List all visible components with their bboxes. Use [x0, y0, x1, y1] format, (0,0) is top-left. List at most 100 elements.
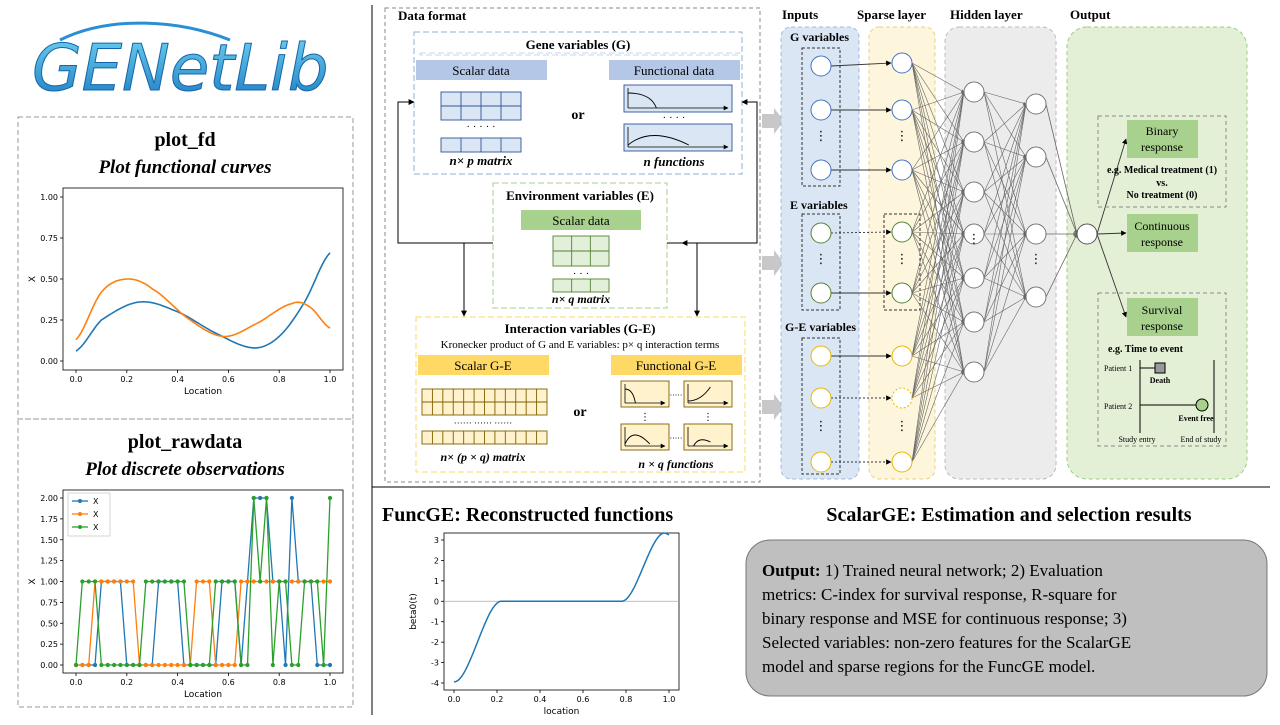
plot-rawdata-point-green — [162, 579, 167, 584]
plot-rawdata-point-green — [99, 662, 104, 668]
edge-hidden1-hidden2 — [983, 103, 1027, 143]
hidden2-node — [1025, 223, 1047, 245]
plot-rawdata-point-green — [270, 662, 275, 668]
edge-sparse-hidden1 — [911, 292, 965, 373]
plot-rawdata-ytick-label: 0.25 — [40, 640, 58, 649]
gene-matrix-dots: · · · · · — [466, 121, 495, 133]
plot-rawdata-point-orange — [207, 579, 212, 584]
edge-hidden1-hidden2 — [983, 191, 1027, 298]
plot-rawdata-point-green — [239, 662, 244, 668]
plot-rawdata-point-orange — [112, 579, 117, 584]
hidden1-node — [963, 361, 985, 383]
plot-rawdata-xtick-label: 0.0 — [70, 678, 83, 687]
funcge-ytick-label: -4 — [431, 679, 439, 688]
gene-func-plot-2-curve — [627, 135, 690, 146]
edge-sparse-hidden1 — [911, 91, 966, 399]
plot-rawdata-ytick-label: 1.25 — [40, 557, 58, 566]
plot-rawdata-ytick-label: 2.00 — [40, 494, 58, 503]
funcge-ytick-label: 2 — [434, 556, 439, 565]
plot-rawdata-point-green — [226, 579, 231, 584]
edge-output-response — [1096, 138, 1128, 235]
plot-fd-ytick-label: 0.25 — [40, 316, 58, 325]
sparse-node-ge — [891, 387, 913, 409]
output-node — [1076, 223, 1098, 245]
plot-rawdata-point-orange — [200, 579, 206, 584]
plot-rawdata-point-blue — [283, 662, 288, 668]
funcge-ytick-label: 3 — [434, 536, 439, 545]
funcge-xlabel: location — [544, 707, 580, 717]
edge-sparse-hidden1 — [911, 62, 965, 235]
hidden1-node — [963, 81, 985, 103]
inter-func-plot-1-curve — [624, 388, 636, 404]
edge-sparse-hidden1 — [911, 191, 965, 357]
plot-fd-ytick-label: 0.75 — [40, 234, 58, 243]
gene-scalar-header — [416, 60, 547, 80]
plot-rawdata-point-orange — [321, 579, 326, 584]
plot-rawdata-series-orange — [76, 580, 330, 666]
funcge-xtick-label: 0.8 — [620, 695, 633, 704]
gene-scalar-label: Scalar data — [452, 63, 510, 78]
edge-sparse-hidden1 — [911, 233, 965, 294]
plot-rawdata-point-green — [302, 579, 307, 584]
env-matrix-label: n× q matrix — [552, 292, 610, 306]
plot-rawdata-point-green — [327, 495, 333, 501]
edge-sparse-hidden1 — [911, 321, 965, 463]
scalarge-summary-line5: model and sparse regions for the FuncGE … — [762, 657, 1095, 676]
edge-sparse-hidden1 — [911, 277, 965, 294]
inter-scalar-header — [418, 355, 549, 375]
plot-rawdata-legend-label: X — [93, 497, 99, 506]
plot-rawdata-subtitle: Plot discrete observations — [84, 459, 284, 480]
plot-rawdata-point-green — [321, 662, 326, 668]
edge-sparse-hidden1 — [911, 62, 965, 93]
inter-func-plot-4-curve — [693, 439, 711, 447]
plot-fd-title: plot_fd — [154, 129, 215, 151]
gene-functional-header — [609, 60, 740, 80]
plot-fd-subtitle: Plot functional curves — [97, 157, 271, 178]
ge-variables-label: G-E variables — [785, 320, 856, 334]
plot-rawdata-point-green — [232, 579, 237, 584]
edge-hidden1-hidden2 — [983, 156, 1027, 193]
edge-hidden1-hidden2 — [983, 233, 1027, 279]
plot-rawdata-point-blue — [315, 662, 320, 668]
edge-hidden1-hidden2 — [983, 156, 1027, 279]
plot-rawdata-point-orange — [150, 662, 155, 668]
sparse-node-e — [891, 221, 913, 243]
plot-fd-xtick-label: 0.0 — [70, 375, 83, 384]
edge-hidden1-hidden2 — [983, 156, 1027, 373]
env-scalar-label: Scalar data — [552, 213, 610, 228]
gene-func-plot-1-curve — [627, 92, 657, 109]
patient2-label: Patient 2 — [1104, 402, 1132, 411]
plot-rawdata-legend-label: X — [93, 523, 99, 532]
plot-rawdata-point-green — [156, 579, 161, 584]
plot-rawdata-point-green — [283, 579, 288, 584]
input-node-ge — [810, 387, 832, 409]
plot-rawdata-point-orange — [232, 662, 237, 668]
plot-rawdata-xtick-label: 0.2 — [120, 678, 133, 687]
data-format-panel — [384, 7, 761, 483]
gene-func-plot-1-frame — [623, 84, 733, 113]
edge-sparse-hidden1 — [911, 371, 965, 399]
edge-hidden1-hidden2 — [983, 277, 1027, 298]
flow-arrows — [762, 108, 784, 420]
edge-sparse-hidden1 — [911, 233, 965, 463]
ellipsis-icon: ⋮ — [815, 129, 828, 144]
gene-functional-label: Functional data — [634, 63, 715, 78]
inter-or-label: or — [573, 405, 586, 420]
edge-sparse-hidden1 — [911, 371, 965, 463]
funcge-xtick-label: 0.4 — [534, 695, 547, 704]
edge-sparse-hidden1 — [911, 231, 965, 279]
plot-rawdata-point-green — [181, 579, 187, 584]
plot-rawdata-point-green — [80, 579, 85, 584]
inter-functional-header — [611, 355, 742, 375]
plot-rawdata-legend-marker — [78, 499, 82, 503]
inter-matrix-label: n× (p × q) matrix — [440, 450, 525, 464]
edge-hidden1-hidden2 — [983, 91, 1027, 298]
plot-fd-xtick-label: 0.2 — [120, 375, 133, 384]
plot-rawdata-point-orange — [213, 662, 218, 668]
plot-rawdata-legend-marker — [78, 512, 82, 516]
edge-hidden1-hidden2 — [983, 103, 1028, 373]
plot-rawdata-point-green — [73, 662, 79, 668]
plot-rawdata-point-orange — [226, 662, 231, 668]
plot-rawdata-ytick-label: 0.75 — [40, 598, 58, 607]
